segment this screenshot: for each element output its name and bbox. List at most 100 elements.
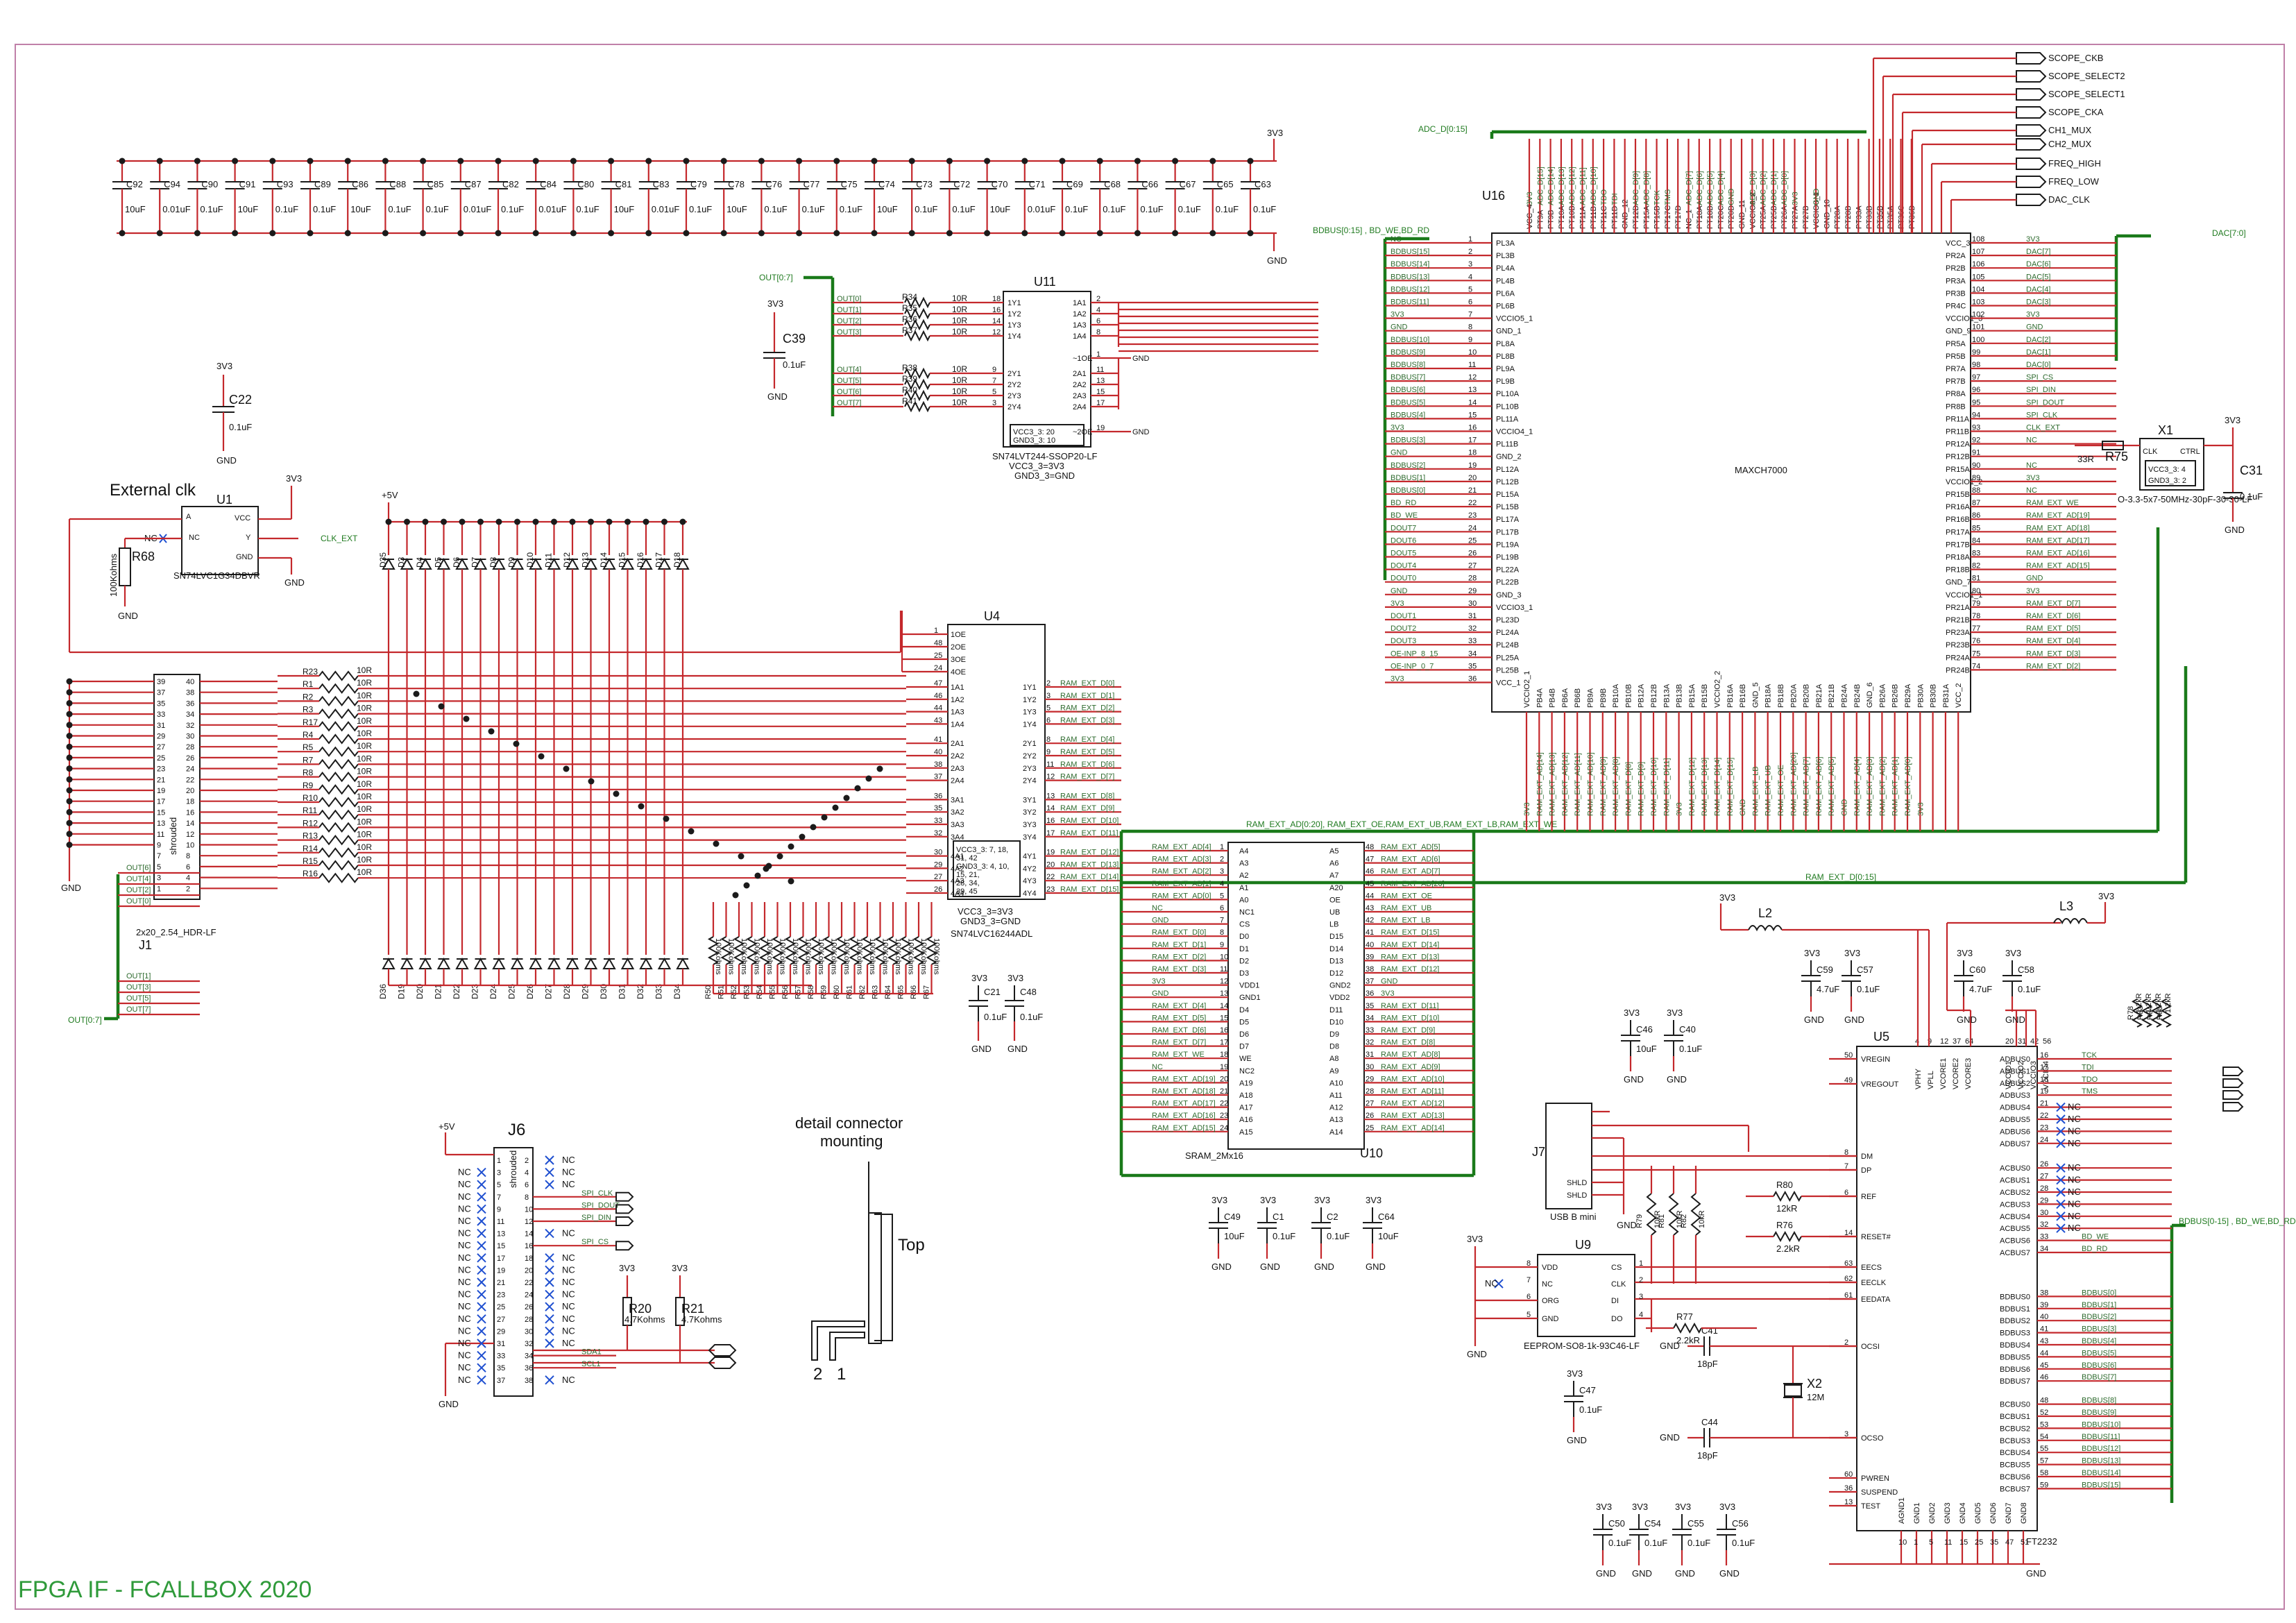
bank-cap-value: 0.1uF xyxy=(689,204,712,214)
support-cap-gnd: GND xyxy=(2005,1014,2025,1025)
u16-right-pin: PR4C xyxy=(1946,303,1966,311)
u16-right-pin: PR8A xyxy=(1946,390,1966,398)
u11-anum: 11 xyxy=(1096,366,1104,374)
u10-left-net: NC xyxy=(1152,904,1163,912)
u16-left-num: 27 xyxy=(1468,562,1477,570)
u4-ypin: 3Y4 xyxy=(1023,833,1037,842)
u4-apin: 2A1 xyxy=(951,740,964,748)
junction-dot xyxy=(1247,158,1254,164)
u10-right-num: 46 xyxy=(1366,867,1374,876)
diode-top-ref: D14 xyxy=(599,552,609,568)
resistor-symbol xyxy=(318,758,359,770)
u16-bottom-net: RAM_EXT_D[15] xyxy=(1726,758,1735,816)
u10-right-net: RAM_EXT_LB xyxy=(1381,917,1431,925)
u16-right-num: 77 xyxy=(1972,624,1980,633)
u16-bottom-net: RAM_EXT_D[14] xyxy=(1714,758,1722,816)
u11-bus-label: OUT[0:7] xyxy=(759,273,793,282)
junction-dot xyxy=(66,699,73,706)
junction-dot xyxy=(513,740,520,747)
j6-left-num: 27 xyxy=(497,1316,505,1324)
j6-right-num: 36 xyxy=(525,1364,533,1373)
pulldown-ref: R53 xyxy=(743,985,751,999)
j1-left-num: 5 xyxy=(157,863,161,872)
c22-rail: 3V3 xyxy=(216,361,232,371)
pulldown-val: 100Kohms xyxy=(753,938,761,975)
u9-left-pin: ORG xyxy=(1542,1297,1559,1305)
u10-left-pin: WE xyxy=(1239,1055,1252,1063)
j1-out-label: OUT[4] xyxy=(126,875,151,883)
u16-top-net: ADC_D[15] xyxy=(1536,167,1545,205)
j6-left-num: 37 xyxy=(497,1377,505,1385)
support-cap-ref: C49 xyxy=(1224,1212,1241,1222)
u10-right-net: RAM_EXT_D[9] xyxy=(1381,1026,1435,1035)
u5-left-pin: DP xyxy=(1861,1166,1871,1175)
x1-oscillator: X1 CLK CTRL VCC3_3: 4 GND3_3: 2 O-3.3-5x… xyxy=(2075,415,2263,535)
resistor-symbol xyxy=(318,809,359,820)
u5-right-net: BDBUS[10] xyxy=(2082,1420,2120,1429)
resistor-symbol xyxy=(835,936,848,965)
j1-right-num: 6 xyxy=(186,863,190,872)
u4-ynet: RAM_EXT_D[15] xyxy=(1060,885,1119,894)
u4-oe-num: 48 xyxy=(934,639,942,647)
u16-top-net: TDI xyxy=(1610,193,1619,205)
u5-left-pin: PWREN xyxy=(1861,1475,1889,1483)
bank-cap-ref: C69 xyxy=(1066,179,1083,189)
u5-top-pin: VCCIO3 xyxy=(2030,1061,2038,1089)
junction-dot xyxy=(946,230,953,237)
u5-right-net: BDBUS[2] xyxy=(2082,1313,2116,1321)
u10-right-num: 37 xyxy=(1366,978,1374,986)
diode-top-ref: D16 xyxy=(636,552,645,568)
u16-bottom-net: RAM_EXT_D[12] xyxy=(1688,758,1697,816)
u16-bottom-pin: PB26A xyxy=(1878,683,1887,708)
u4-ynum: 3 xyxy=(1046,692,1051,700)
j6-right-net: SPI_CLK xyxy=(581,1189,613,1198)
u16-top-net: ADC_D[4] xyxy=(1717,171,1725,205)
u11-input-net: OUT[3] xyxy=(837,328,861,337)
svg-text:GND: GND xyxy=(1617,1220,1637,1230)
u16-top-net: GND xyxy=(1812,189,1821,206)
bank-cap-ref: C80 xyxy=(577,179,594,189)
support-cap-rail: 3V3 xyxy=(1632,1502,1648,1512)
u16-right-net: DAC[1] xyxy=(2026,348,2050,357)
j6-left-num: 31 xyxy=(497,1340,505,1348)
u16-left-net: 3V3 xyxy=(1391,311,1404,319)
u16-bottom-net: RAM_EXT_LB xyxy=(1751,766,1760,816)
u16-right-net: RAM_EXT_WE xyxy=(2026,499,2079,507)
u16-scope-net: FREQ_HIGH xyxy=(2048,158,2101,169)
u5-right-net: BDBUS[15] xyxy=(2082,1481,2120,1489)
u4-ynum: 2 xyxy=(1046,679,1051,688)
u10-left-net: RAM_EXT_D[5] xyxy=(1152,1014,1206,1022)
resistor-symbol xyxy=(904,378,930,391)
u16-bottom-pin: PB9A xyxy=(1587,688,1595,708)
support-cap xyxy=(1311,1207,1331,1243)
j1-right-num: 10 xyxy=(186,842,194,850)
j1-right-num: 20 xyxy=(186,787,194,795)
junction-dot xyxy=(66,831,73,838)
u4-ynum: 12 xyxy=(1046,773,1055,781)
diode-bot-ref: D36 xyxy=(378,984,388,999)
diode-bot-ref: D20 xyxy=(415,984,425,999)
support-cap-gnd: GND xyxy=(1660,1341,1680,1351)
pulldown-val: 100Kohms xyxy=(804,938,813,975)
u5-right-net: BDBUS[3] xyxy=(2082,1325,2116,1334)
diode-bot-ref: D28 xyxy=(562,984,572,999)
j6-left-num: 7 xyxy=(497,1193,501,1202)
u10-left-num: 9 xyxy=(1220,941,1224,949)
diode-top-ref: D11 xyxy=(544,553,554,568)
junction-dot xyxy=(908,158,915,164)
u4-anum: 37 xyxy=(934,773,942,781)
u5-bottom-pin: GND8 xyxy=(2020,1502,2028,1524)
u16-left-num: 30 xyxy=(1468,600,1477,608)
j6-left-nc: NC xyxy=(458,1228,471,1239)
u5-right-num: 32 xyxy=(2040,1221,2048,1229)
u16-left-pin: PL4B xyxy=(1496,277,1515,285)
j7-shld-2: SHLD xyxy=(1567,1191,1587,1200)
u5-bottom-num: 5 xyxy=(1929,1538,1933,1547)
u16-left-pin: PL17A xyxy=(1496,516,1520,524)
u10-left-net: RAM_EXT_D[1] xyxy=(1152,941,1206,949)
j6-right-nc: NC xyxy=(562,1167,575,1178)
u16-left-pin: PL15A xyxy=(1496,491,1520,499)
u5-right-pin: BDBUS7 xyxy=(2000,1377,2030,1386)
